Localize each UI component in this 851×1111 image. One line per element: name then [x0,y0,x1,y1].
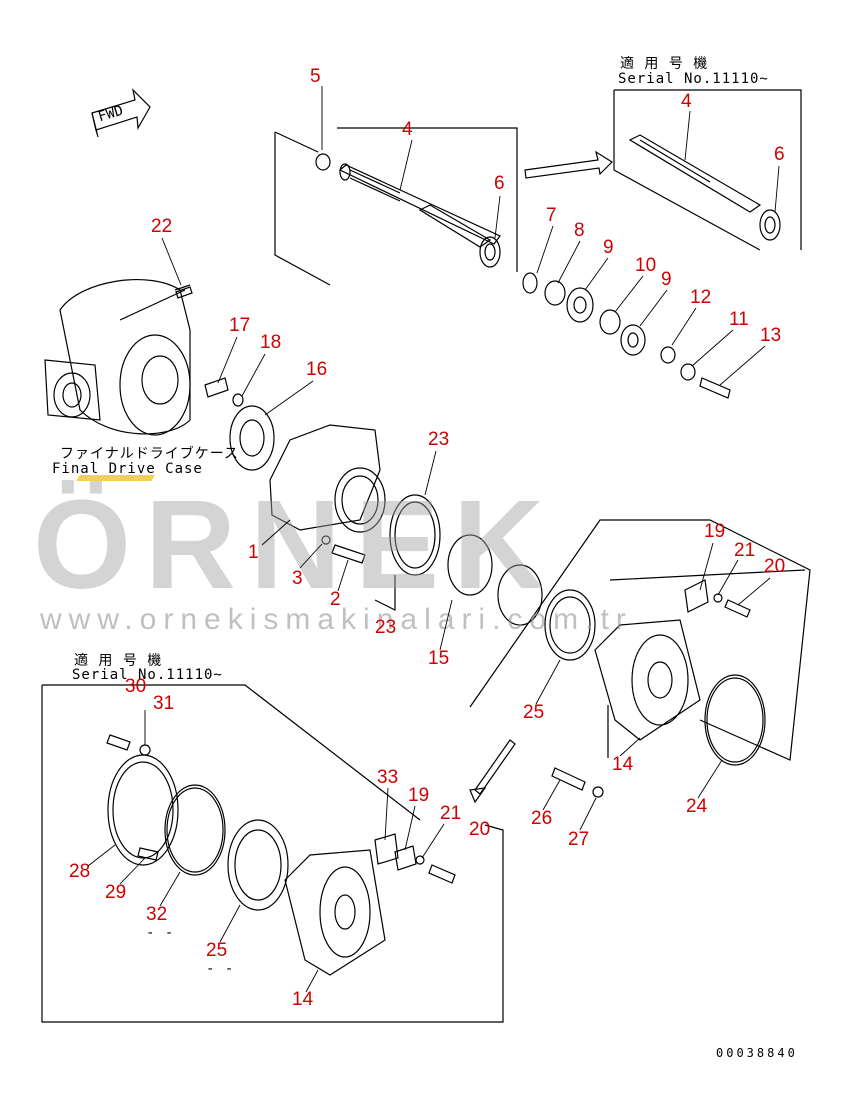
callout-20-right: 20 [764,556,786,577]
callout-31: 31 [153,693,175,714]
dash-mark-25: - - [206,961,235,977]
callout-17: 17 [229,315,251,336]
serial-box-bottom [41,684,504,1023]
housing-1 [269,424,386,564]
shaft-top [315,153,501,268]
top-shaft-box [274,127,613,286]
callout-15: 15 [428,648,450,669]
small-parts-row [522,272,731,399]
serial-label-bottom-jp: 適 用 号 機 [74,653,163,669]
final-drive-case [44,279,191,436]
callout-26: 26 [531,808,553,829]
callout-1: 1 [248,542,259,563]
callout-21-bottom: 21 [440,803,462,824]
watermark-url: www.ornekismakinalari.com.tr [40,603,633,636]
case-label-en: Final Drive Case [52,461,203,477]
callout-25-right: 25 [523,702,545,723]
pin-22 [175,286,193,299]
callout-30: 30 [125,676,147,697]
callout-3: 3 [292,568,303,589]
callout-11: 11 [729,309,749,330]
callout-23-bottom: 23 [375,617,397,638]
callout-32: 32 [146,904,168,925]
fwd-arrow-icon [91,88,151,138]
callout-4-top: 4 [402,119,413,140]
callout-18: 18 [260,332,282,353]
callout-12: 12 [690,287,712,308]
serial-label-bottom-en: Serial No.11110~ [72,667,223,683]
callout-14-right: 14 [612,754,634,775]
serial-box-top-right [613,89,802,251]
callout-29: 29 [105,882,127,903]
callout-2: 2 [330,589,341,610]
callout-33: 33 [377,767,399,788]
rings-and-bushings [374,494,543,626]
callout-20-bottom: 20 [469,819,491,840]
callout-16: 16 [306,359,328,380]
right-hub-box [469,519,811,804]
callout-9a: 9 [603,237,614,258]
callout-9b: 9 [661,269,672,290]
serial-label-top-en: Serial No.11110~ [618,71,769,87]
callout-6-right: 6 [774,144,785,165]
case-bolt-washer-bearing [204,377,275,471]
callout-28: 28 [69,861,91,882]
callout-14-bottom: 14 [292,989,314,1010]
callout-5: 5 [310,66,321,87]
callout-19-bottom: 19 [408,785,430,806]
callout-25-bottom: 25 [206,940,228,961]
callout-10: 10 [635,255,657,276]
callout-7: 7 [546,205,557,226]
callout-24: 24 [686,796,708,817]
callout-19-right: 19 [704,521,726,542]
document-number: 00038840 [716,1046,798,1060]
callout-23-top: 23 [428,429,450,450]
callout-8: 8 [574,220,585,241]
dash-mark-32: - - [146,925,175,941]
case-label-jp: ファイナルドライブケース [60,446,240,462]
callout-22: 22 [151,216,173,237]
callout-27: 27 [568,829,590,850]
callout-21-right: 21 [734,540,756,561]
callout-6-top: 6 [494,173,505,194]
callout-13: 13 [760,325,782,346]
serial-label-top-jp: 適 用 号 機 [620,56,709,72]
watermark-brand: ÖRNEK [33,474,559,615]
callout-4-right: 4 [681,91,692,112]
